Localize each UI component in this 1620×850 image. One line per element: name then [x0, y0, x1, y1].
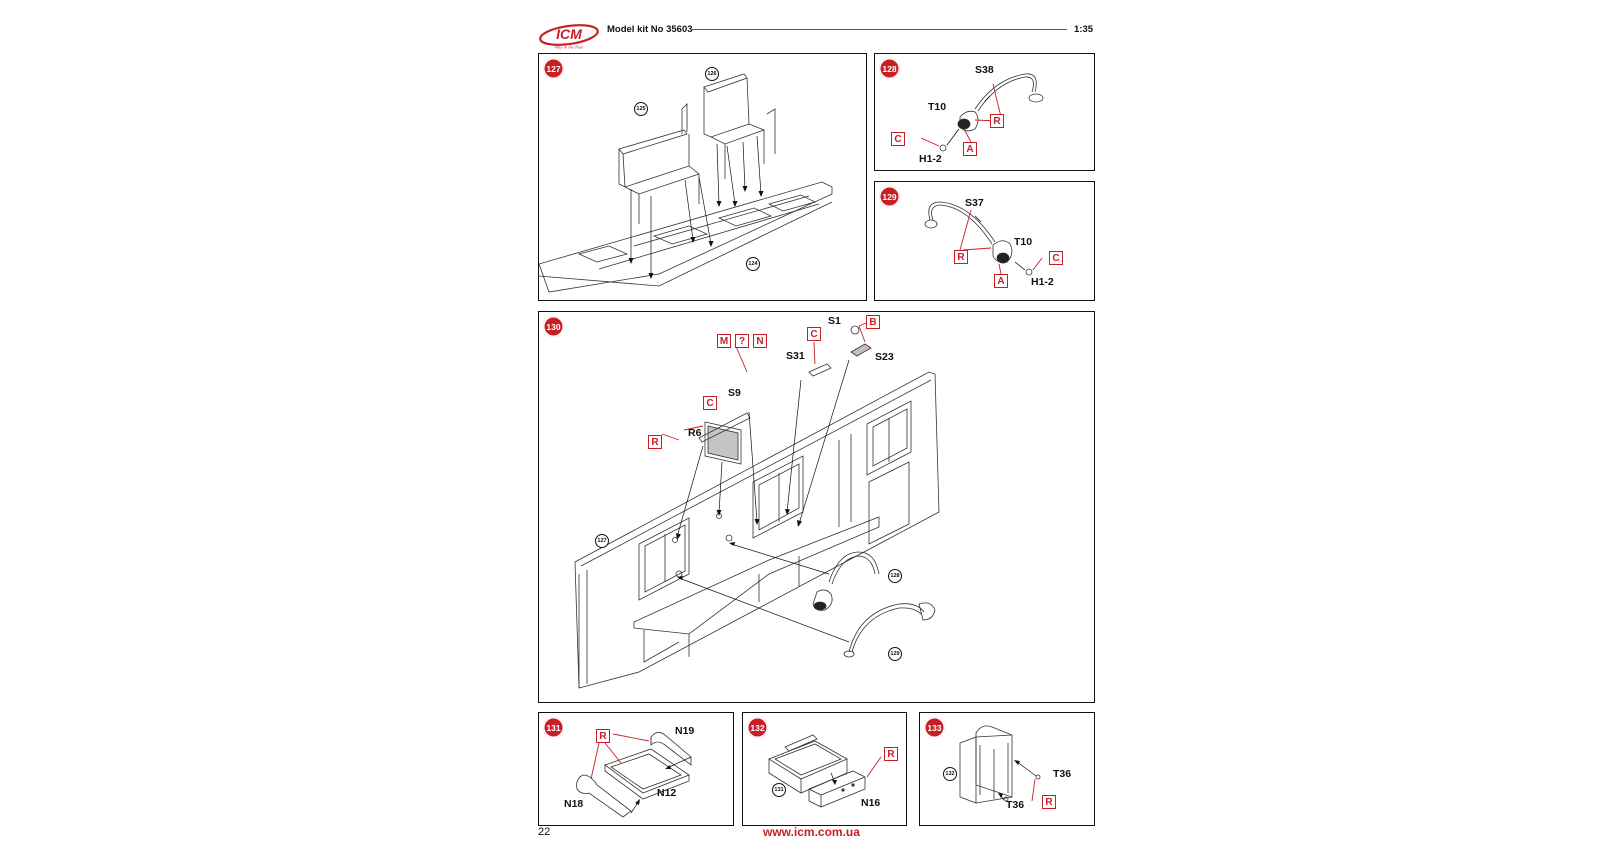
part-t36: T36 — [1053, 768, 1072, 780]
step-132-drawing — [768, 734, 882, 808]
tag-c: C — [1049, 251, 1063, 265]
logo-tagline: Way in the Past — [555, 45, 584, 50]
ref-125: 125 — [634, 102, 648, 116]
ref-127: 127 — [595, 534, 609, 548]
tag-question: ? — [735, 334, 749, 348]
ref-128: 128 — [888, 569, 902, 583]
part-s38: S38 — [975, 64, 994, 76]
tag-r: R — [596, 729, 610, 743]
tag-a: A — [994, 274, 1008, 288]
part-r6: R6 — [688, 427, 702, 439]
step-131-panel: 131 N19 N12 N18 R — [538, 712, 734, 826]
part-s23: S23 — [875, 351, 894, 363]
ref-129: 129 — [888, 647, 902, 661]
part-t10: T10 — [1014, 236, 1033, 248]
tag-r: R — [1042, 795, 1056, 809]
part-s1: S1 — [828, 315, 841, 327]
step-127-drawing — [539, 73, 833, 293]
tag-c: C — [703, 396, 717, 410]
step-132-badge: 132 — [747, 717, 768, 738]
step-128-badge: 128 — [879, 58, 900, 79]
tag-r: R — [990, 114, 1004, 128]
icm-logo: ICM Way in the Past — [539, 24, 599, 50]
part-s37: S37 — [965, 197, 984, 209]
part-s31: S31 — [786, 350, 805, 362]
step-132-panel: 132 N16 R 131 — [742, 712, 907, 826]
tag-b: B — [866, 315, 880, 329]
kit-title: Model kit No 35603 — [607, 24, 693, 35]
tag-r: R — [884, 747, 898, 761]
step-129-panel: 129 S37 T10 H1-2 R A C — [874, 181, 1095, 301]
ref-124: 124 — [746, 257, 760, 271]
tag-r: R — [954, 250, 968, 264]
step-133-badge: 133 — [924, 717, 945, 738]
ref-132: 132 — [943, 767, 957, 781]
step-130-panel: 130 S1 S23 S31 S9 R6 B C M ? N C R 127 1… — [538, 311, 1095, 703]
step-130-drawing — [574, 321, 940, 689]
header-rule — [690, 29, 1067, 30]
part-t10: T10 — [928, 101, 947, 113]
part-n19: N19 — [675, 725, 695, 737]
tag-n: N — [753, 334, 767, 348]
website-link[interactable]: www.icm.com.ua — [763, 825, 860, 839]
logo-text: ICM — [556, 26, 582, 42]
tag-m: M — [717, 334, 731, 348]
step-133-drawing — [959, 725, 1041, 804]
part-h1-2: H1-2 — [919, 153, 942, 165]
part-h1-2: H1-2 — [1031, 276, 1054, 288]
kit-scale: 1:35 — [1074, 24, 1094, 35]
step-133-panel: 133 T36 T36 R 132 — [919, 712, 1095, 826]
page-number: 22 — [538, 826, 551, 838]
step-129-badge: 129 — [879, 186, 900, 207]
step-131-badge: 131 — [543, 717, 564, 738]
tag-c: C — [807, 327, 821, 341]
tag-c: C — [891, 132, 905, 146]
step-130-badge: 130 — [543, 316, 564, 337]
step-128-panel: 128 S38 T10 H1-2 R C A — [874, 53, 1095, 171]
tag-r: R — [648, 435, 662, 449]
step-129-drawing — [924, 201, 1043, 276]
part-n12: N12 — [657, 787, 677, 799]
tag-a: A — [963, 142, 977, 156]
ref-131: 131 — [772, 783, 786, 797]
part-s9: S9 — [728, 387, 741, 399]
step-127-badge: 127 — [543, 58, 564, 79]
part-n18: N18 — [564, 798, 584, 810]
ref-126: 126 — [705, 67, 719, 81]
step-127-panel: 127 125 126 124 — [538, 53, 867, 301]
step-131-drawing — [576, 732, 692, 818]
part-t36: T36 — [1006, 799, 1025, 811]
part-n16: N16 — [861, 797, 881, 809]
